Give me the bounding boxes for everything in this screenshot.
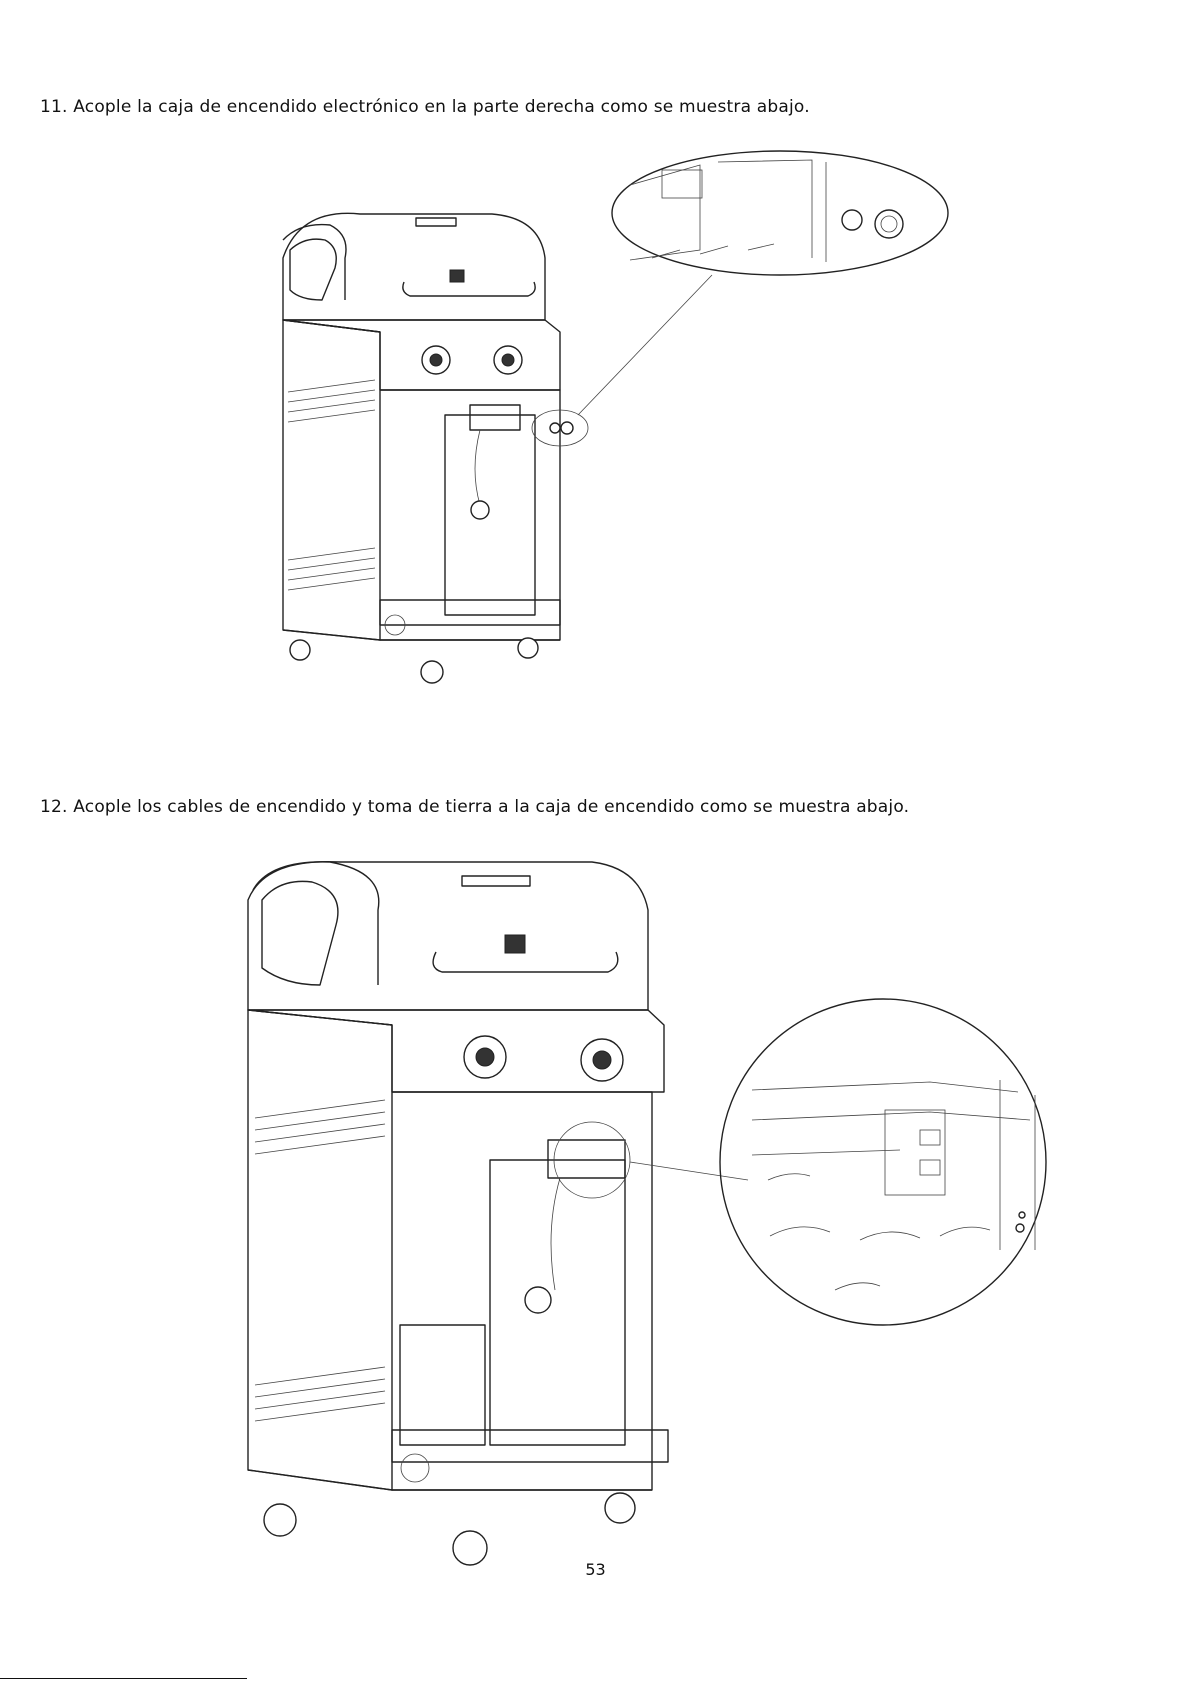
footer-rule: [0, 1678, 247, 1679]
detail-zoom-circle-12: [720, 999, 1046, 1325]
page-number: 53: [0, 1560, 1191, 1579]
callout-12: [554, 999, 1046, 1325]
grill-drawing-12: [248, 862, 668, 1565]
